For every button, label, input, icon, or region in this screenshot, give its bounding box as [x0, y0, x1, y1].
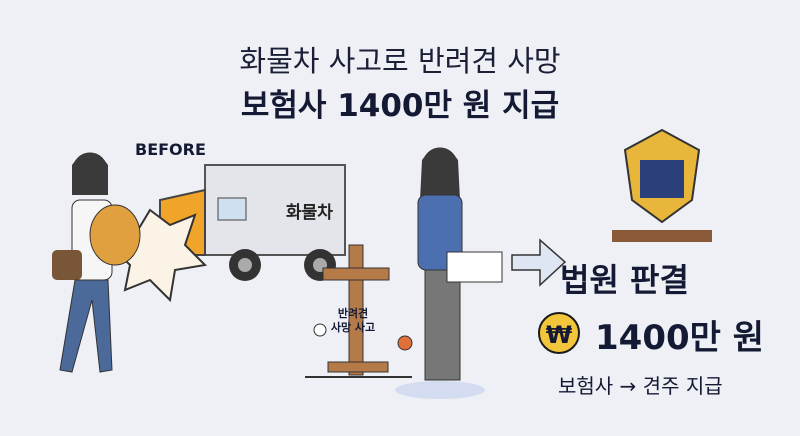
truck-illustration — [159, 164, 346, 281]
woman-with-dog — [52, 152, 141, 373]
court-emblem-icon — [612, 128, 712, 242]
headline-line1: 화물차 사고로 반려견 사망 — [239, 44, 561, 78]
memorial-label-line2: 사망 사고 — [330, 321, 376, 334]
standing-woman — [395, 147, 503, 399]
won-coin-icon: ₩ — [538, 312, 580, 354]
truck-label: 화물차 — [286, 203, 333, 223]
settlement-amount: 1400만 원 — [595, 318, 765, 358]
headline-line2: 보험사 1400만 원 지급 — [240, 88, 560, 124]
payment-flow: 보험사 → 견주 지급 — [558, 374, 723, 398]
court-ruling-label: 법원 판결 — [560, 261, 689, 299]
before-label: BEFORE — [135, 140, 206, 159]
memorial-label-line1: 반려견 — [337, 307, 369, 320]
memorial-cross — [305, 244, 413, 378]
arrow-icon — [511, 238, 567, 287]
memorial-label: 반려견 사망 사고 — [318, 307, 388, 335]
